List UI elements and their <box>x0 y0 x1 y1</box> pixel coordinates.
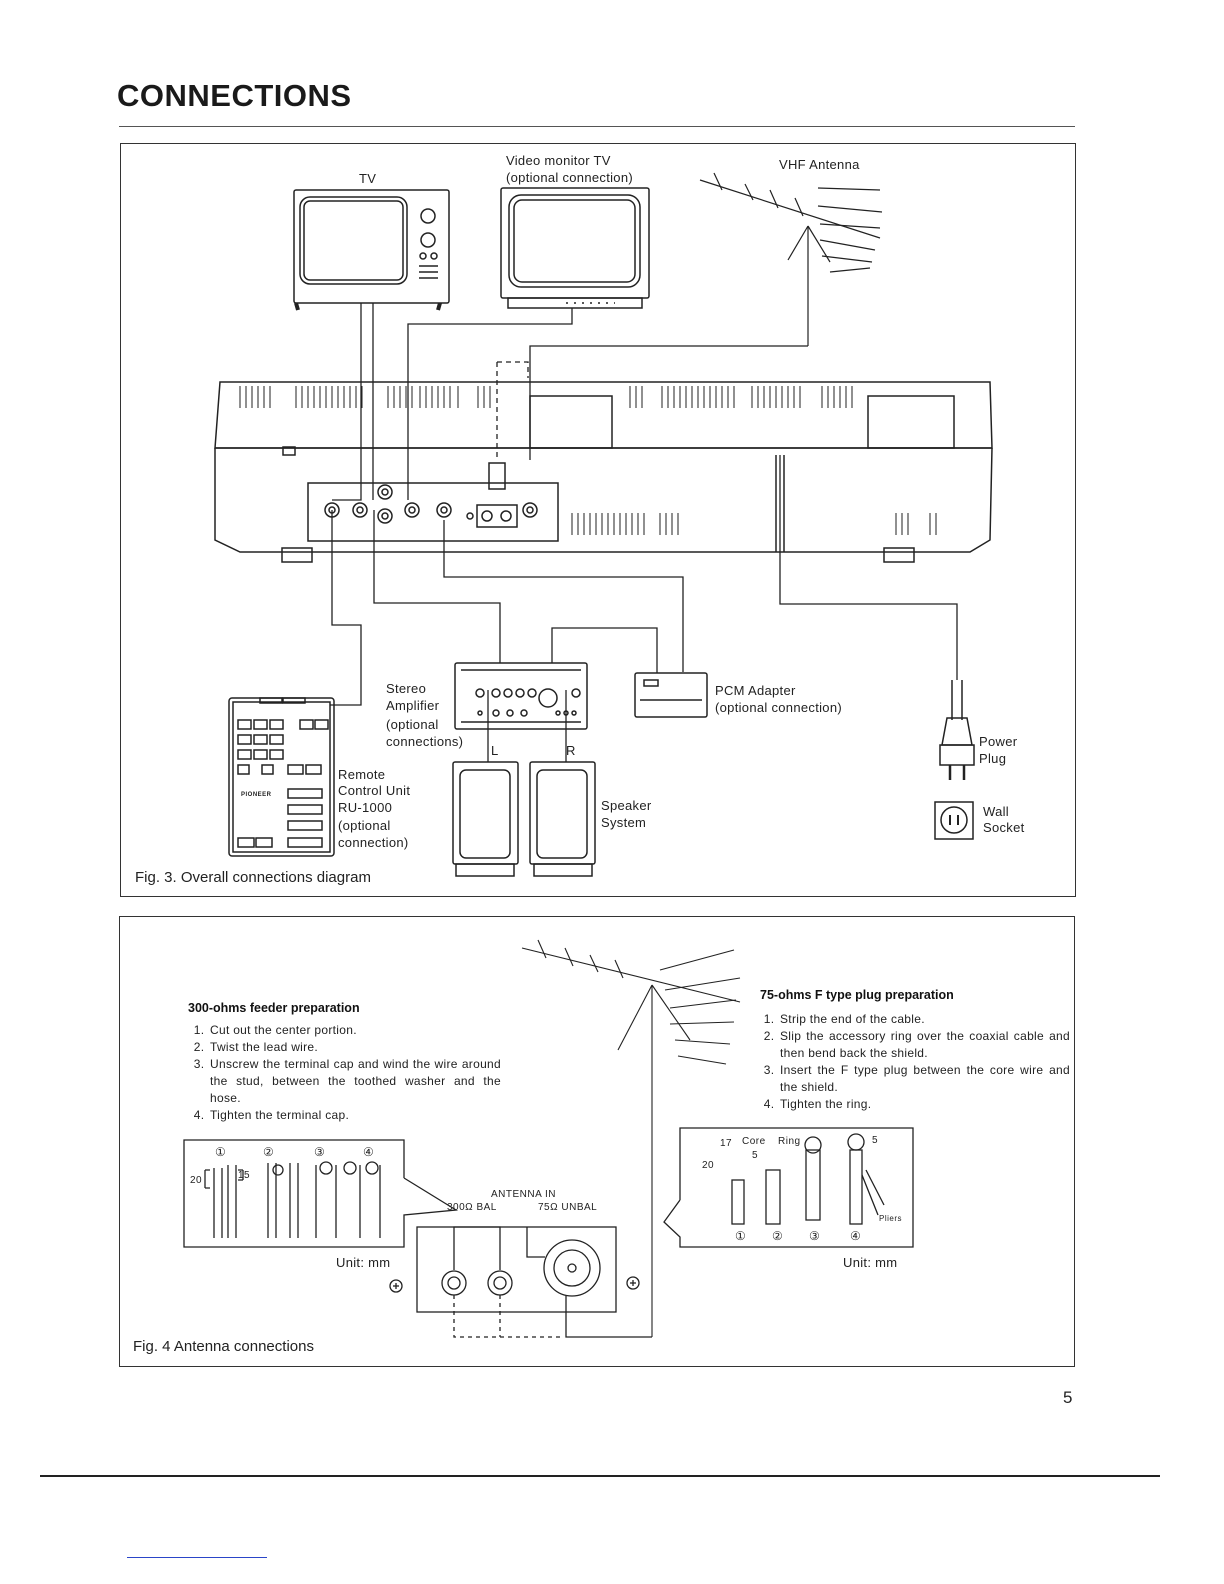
fplug-step-3: Insert the F type plug between the core … <box>778 1062 1070 1096</box>
ring-label: Ring <box>778 1136 801 1147</box>
main-unit-illustration <box>214 381 993 563</box>
power-plug-illustration <box>939 680 975 780</box>
fplug-dimension-17: 17 <box>720 1138 733 1149</box>
connection-cables <box>330 303 958 762</box>
footer-rule <box>40 1475 1160 1477</box>
video-monitor-label-line1: Video monitor TV <box>506 153 611 168</box>
fplug-step-1: Strip the end of the cable. <box>778 1011 1070 1028</box>
fplug-step-marker-1: ① <box>735 1229 747 1243</box>
feeder-step-3: Unscrew the terminal cap and wind the wi… <box>208 1056 501 1107</box>
fplug-step-marker-2: ② <box>772 1229 784 1243</box>
pcm-adapter-label-line1: PCM Adapter <box>715 683 796 698</box>
remote-label-line4: (optional <box>338 818 391 833</box>
feeder-step-2: Twist the lead wire. <box>208 1039 501 1056</box>
antenna-in-terminal-block <box>389 1226 652 1338</box>
feeder-heading: 300-ohms feeder preparation <box>188 1001 360 1015</box>
unbal-75-label: 75Ω UNBAL <box>538 1202 598 1213</box>
antenna-illustration <box>521 939 741 1337</box>
wall-socket-label-line1: Wall <box>983 804 1009 819</box>
figure-3-caption: Fig. 3. Overall connections diagram <box>135 869 371 886</box>
fplug-dimension-20: 20 <box>702 1160 715 1171</box>
core-label: Core <box>742 1136 766 1147</box>
fplug-heading: 75-ohms F type plug preparation <box>760 988 954 1002</box>
speaker-left-label: L <box>491 743 499 758</box>
vhf-antenna-label: VHF Antenna <box>779 157 860 172</box>
feeder-dimension-15: 15 <box>238 1170 251 1181</box>
remote-control-illustration <box>228 697 335 857</box>
f-plug-preparation-inset <box>663 1127 914 1248</box>
bal-300-label: 300Ω BAL <box>447 1202 497 1213</box>
fplug-step-2: Slip the accessory ring over the coaxial… <box>778 1028 1070 1062</box>
remote-label-line3: RU-1000 <box>338 800 393 815</box>
speaker-right-label: R <box>566 743 576 758</box>
remote-label-line5: connection) <box>338 835 409 850</box>
pcm-adapter-label-line2: (optional connection) <box>715 700 842 715</box>
feeder-step-4: Tighten the terminal cap. <box>208 1107 501 1124</box>
remote-label-line1: Remote <box>338 767 386 782</box>
footer-link-underline <box>127 1557 267 1558</box>
antenna-in-label: ANTENNA IN <box>491 1189 557 1200</box>
page-title: CONNECTIONS <box>117 78 352 113</box>
feeder-step-marker-3: ③ <box>314 1145 326 1159</box>
remote-brand-logo: PIONEER <box>241 792 272 798</box>
video-monitor-illustration <box>500 187 650 309</box>
stereo-amplifier-illustration <box>454 662 588 730</box>
wall-socket-label-line2: Socket <box>983 820 1025 835</box>
fplug-step-marker-3: ③ <box>809 1229 821 1243</box>
video-monitor-label-line2: (optional connection) <box>506 170 633 185</box>
remote-label-line2: Control Unit <box>338 783 411 798</box>
feeder-unit-label: Unit: mm <box>336 1255 391 1270</box>
speaker-system-illustration <box>452 761 596 877</box>
figure-4-frame <box>119 916 1075 1367</box>
vhf-antenna-illustration <box>699 172 883 346</box>
stereo-amplifier-label-line3: (optional <box>386 717 439 732</box>
speaker-label-line1: Speaker <box>601 798 652 813</box>
figure-4-caption: Fig. 4 Antenna connections <box>133 1338 314 1355</box>
speaker-label-line2: System <box>601 815 647 830</box>
stereo-amplifier-label-line4: connections) <box>386 734 464 749</box>
feeder-step-marker-4: ④ <box>363 1145 375 1159</box>
pcm-adapter-illustration <box>634 672 708 718</box>
power-plug-label-line2: Plug <box>979 751 1007 766</box>
fplug-step-4: Tighten the ring. <box>778 1096 1070 1113</box>
fplug-unit-label: Unit: mm <box>843 1255 898 1270</box>
pliers-label: Pliers <box>879 1214 903 1223</box>
wall-socket-illustration <box>934 801 974 840</box>
stereo-amplifier-label-line1: Stereo <box>386 681 427 696</box>
feeder-dimension-20: 20 <box>190 1175 203 1186</box>
tv-label: TV <box>359 171 377 186</box>
feeder-step-1: Cut out the center portion. <box>208 1022 501 1039</box>
feeder-steps-list: Cut out the center portion. Twist the le… <box>186 1022 501 1124</box>
feeder-preparation-inset <box>183 1139 458 1248</box>
stereo-amplifier-label-line2: Amplifier <box>386 698 440 713</box>
fplug-dimension-5: 5 <box>752 1150 759 1161</box>
figure-3-frame <box>120 143 1076 897</box>
page-number: 5 <box>1063 1388 1073 1407</box>
power-plug-label-line1: Power <box>979 734 1018 749</box>
feeder-step-marker-2: ② <box>263 1145 275 1159</box>
fplug-steps-list: Strip the end of the cable. Slip the acc… <box>756 1011 1070 1113</box>
title-rule <box>119 126 1075 127</box>
tv-illustration <box>293 189 450 311</box>
fplug-ring-dimension-5: 5 <box>872 1135 879 1146</box>
fplug-step-marker-4: ④ <box>850 1229 862 1243</box>
feeder-step-marker-1: ① <box>215 1145 227 1159</box>
